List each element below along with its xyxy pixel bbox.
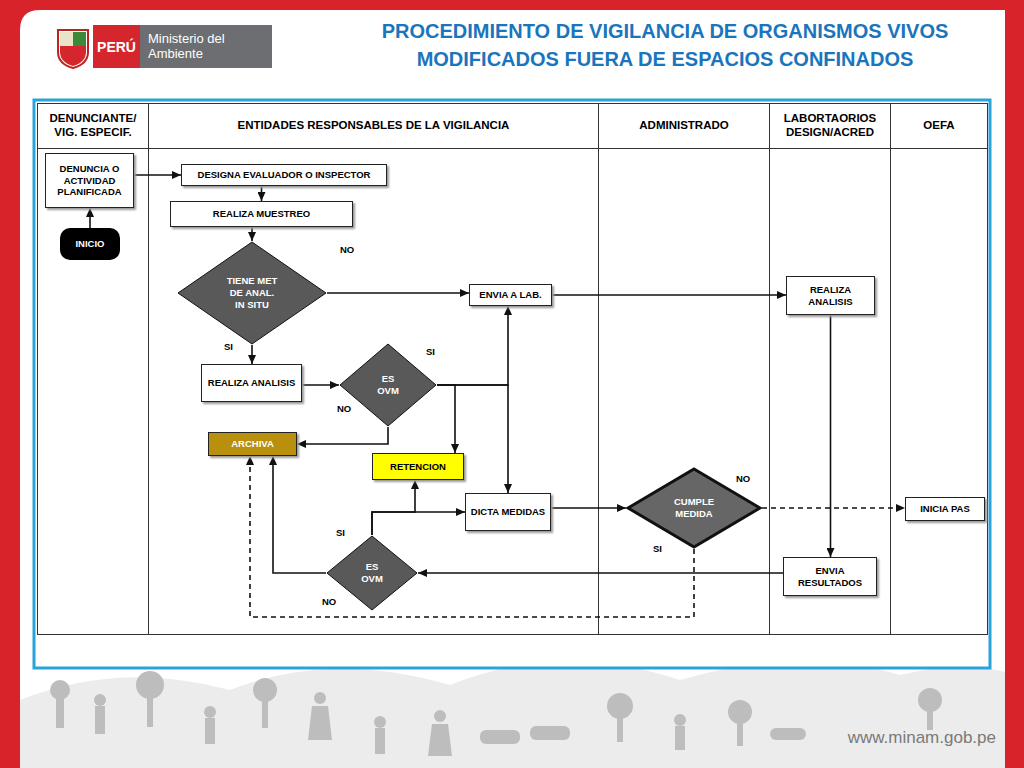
decision-diamond: TIENE MET DE ANAL. IN SITU (177, 241, 327, 345)
dashed-connector (250, 456, 694, 617)
lane-header: ENTIDADES RESPONSABLES DE LA VIGILANCIA (149, 104, 598, 148)
connector (551, 507, 626, 509)
diamond-shape (340, 344, 436, 426)
process-box: ENVIA A LAB. (469, 284, 552, 306)
swimlane-grid (38, 104, 988, 635)
edge-label: SI (424, 346, 437, 358)
node-text: DICTA MEDIDAS (471, 506, 545, 518)
process-box: INICIA PAS (905, 497, 985, 521)
emblem (58, 30, 88, 68)
connector (251, 345, 253, 364)
node-text: INICIO (75, 238, 104, 250)
node-text: ES OVM (370, 373, 406, 397)
connector (437, 385, 455, 453)
process-box: ENVIA RESULTADOS (783, 557, 877, 596)
connector (89, 208, 91, 228)
text-group: INICIO (75, 238, 104, 250)
decision-diamond: ES OVM (326, 535, 418, 611)
start-box: DENUNCIA O ACTIVIDAD PLANIFICADA (45, 153, 134, 208)
edge-label: NO (338, 244, 356, 256)
process-box: DESIGNA EVALUADOR O INSPECTOR (181, 164, 387, 186)
text-group: REALIZA ANALISIS (791, 284, 870, 308)
people-silhouettes (50, 671, 942, 756)
connector (134, 174, 181, 176)
text-group: REALIZA MUESTREO (213, 208, 310, 220)
hills (20, 661, 1005, 768)
node-text: ENVIA RESULTADOS (788, 565, 872, 589)
text-group: DENUNCIA O ACTIVIDAD PLANIFICADA (50, 163, 129, 199)
text-group: RETENCION (390, 461, 446, 473)
connector (261, 186, 263, 201)
node-text: TIENE MET DE ANAL. IN SITU (224, 275, 280, 311)
slide-title: PROCEDIMIENTO DE VIGILANCIA DE ORGANISMO… (330, 17, 1000, 73)
connector (830, 315, 832, 557)
text-group: REALIZA ANALISIS (208, 377, 295, 389)
connector (372, 512, 465, 535)
logo-country: PERÚ (93, 25, 140, 68)
lane-header: LABORTAORIOS DESIGN/ACRED (770, 104, 890, 148)
slide-panel (20, 10, 1005, 768)
node-text: ARCHIVA (231, 438, 274, 450)
text-group: TIENE MET DE ANAL. IN SITU (224, 275, 280, 311)
node-text: DESIGNA EVALUADOR O INSPECTOR (198, 169, 371, 181)
connector (302, 384, 339, 386)
connector (418, 572, 783, 574)
diamond-shape (628, 469, 760, 547)
node-text: ENVIA A LAB. (479, 289, 541, 301)
text-group: ENVIA RESULTADOS (788, 565, 872, 589)
process-box: DICTA MEDIDAS (465, 493, 551, 531)
terminal: INICIO (60, 228, 120, 260)
process-box: REALIZA ANALISIS (786, 276, 875, 315)
diamond-shape (327, 536, 417, 610)
node-text: REALIZA ANALISIS (208, 377, 295, 389)
node-text: REALIZA MUESTREO (213, 208, 310, 220)
text-group: DESIGNA EVALUADOR O INSPECTOR (198, 169, 371, 181)
connector (251, 227, 253, 241)
lane-header: ADMINISTRADO (599, 104, 769, 148)
connector (552, 294, 786, 296)
node-text: ES OVM (355, 561, 389, 585)
diamond-shape (178, 242, 326, 344)
text-group: ES OVM (370, 373, 406, 397)
node-text: INICIA PAS (920, 503, 970, 515)
archive-box: ARCHIVA (208, 432, 297, 456)
edge-label: SI (651, 543, 664, 555)
node-text: CUMPLE MEDIDA (669, 496, 719, 520)
connector (327, 292, 469, 294)
text-group: CUMPLE MEDIDA (669, 496, 719, 520)
lane-header: OEFA (891, 104, 987, 148)
edge-label: NO (320, 596, 338, 608)
text-group: DICTA MEDIDAS (471, 506, 545, 518)
retention-box: RETENCION (372, 453, 464, 480)
connector (297, 427, 388, 444)
edge-label: NO (734, 473, 752, 485)
edge-label: SI (222, 341, 235, 353)
website: www.minam.gob.pe (800, 726, 996, 750)
process-box: REALIZA ANALISIS (201, 364, 302, 402)
text-group: ENVIA A LAB. (479, 289, 541, 301)
edge-label: NO (335, 403, 353, 415)
logo-ministry: Ministerio del Ambiente (140, 25, 272, 68)
text-group: ES OVM (355, 561, 389, 585)
node-text: REALIZA ANALISIS (791, 284, 870, 308)
connector (437, 306, 508, 385)
node-text: RETENCION (390, 461, 446, 473)
process-box: REALIZA MUESTREO (170, 201, 353, 227)
lane-header: DENUNCIANTE/ VIG. ESPECIF. (38, 104, 148, 148)
connector (273, 456, 326, 573)
blue-frame (34, 100, 990, 668)
node-text: DENUNCIA O ACTIVIDAD PLANIFICADA (50, 163, 129, 199)
text-group: ARCHIVA (231, 438, 274, 450)
edge-label: SI (334, 527, 347, 539)
connector (372, 480, 415, 535)
decision-diamond: ES OVM (339, 343, 437, 427)
dashed-connector (762, 507, 905, 509)
text-group: INICIA PAS (920, 503, 970, 515)
